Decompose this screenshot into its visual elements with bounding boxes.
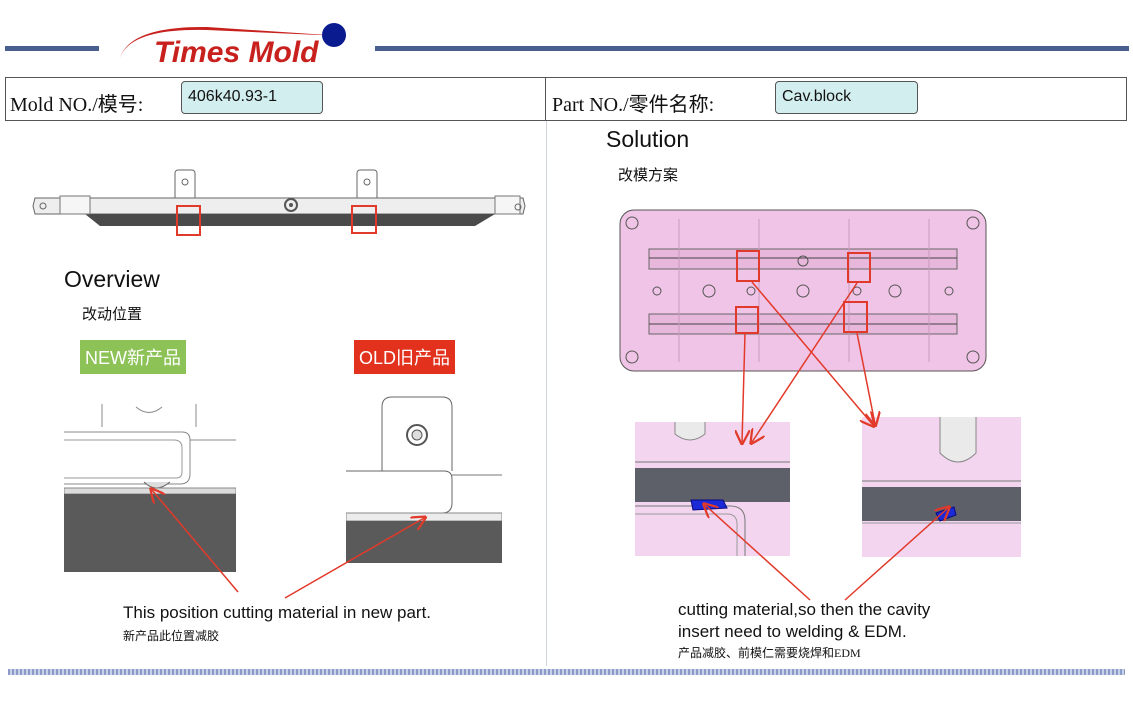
part-no-field[interactable]: Cav.block	[775, 81, 918, 114]
solution-caption-en-1: cutting material,so then the cavity	[678, 600, 931, 619]
info-row	[5, 77, 1127, 121]
part-no-label: Part NO./零件名称:	[552, 94, 715, 116]
times-mold-logo: Times Mold	[120, 23, 346, 69]
part-overview-drawing	[32, 169, 526, 236]
new-part-tag: NEW新产品	[80, 340, 186, 374]
cavity-marker-2	[847, 252, 871, 283]
overview-subtitle: 改动位置	[82, 307, 143, 323]
solution-callout-arrows	[546, 281, 1133, 601]
solution-caption-cn: 产品减胶、前模仁需要烧焊和EDM	[678, 646, 861, 660]
insert-detail-1	[635, 422, 790, 556]
mold-no-label: Mold NO./模号:	[10, 94, 144, 116]
logo-text: Times Mold	[154, 36, 319, 69]
cavity-marker-4	[843, 301, 868, 333]
solution-subtitle: 改模方案	[618, 168, 679, 184]
overview-caption-en: This position cutting material in new pa…	[123, 603, 432, 622]
old-part-detail	[346, 396, 502, 563]
solution-title: Solution	[606, 126, 690, 152]
insert-detail-2	[862, 417, 1021, 557]
overview-caption-cn: 新产品此位置减胶	[123, 629, 220, 643]
footer-rule	[8, 669, 1125, 675]
cavity-marker-1	[736, 250, 760, 282]
header-rule-left	[5, 46, 99, 51]
header-rule-right	[375, 46, 1129, 51]
center-divider	[546, 121, 547, 666]
marker-box-1	[176, 205, 201, 236]
overview-title: Overview	[64, 266, 160, 292]
mold-no-field[interactable]: 406k40.93-1	[181, 81, 323, 114]
marker-box-2	[351, 205, 377, 234]
overview-callout-arrows	[0, 0, 546, 599]
old-part-tag: OLD旧产品	[354, 340, 456, 374]
solution-caption-en-2: insert need to welding & EDM.	[678, 622, 907, 641]
cavity-plate-drawing	[619, 209, 987, 372]
cavity-marker-3	[735, 306, 759, 334]
info-row-divider	[545, 77, 546, 121]
